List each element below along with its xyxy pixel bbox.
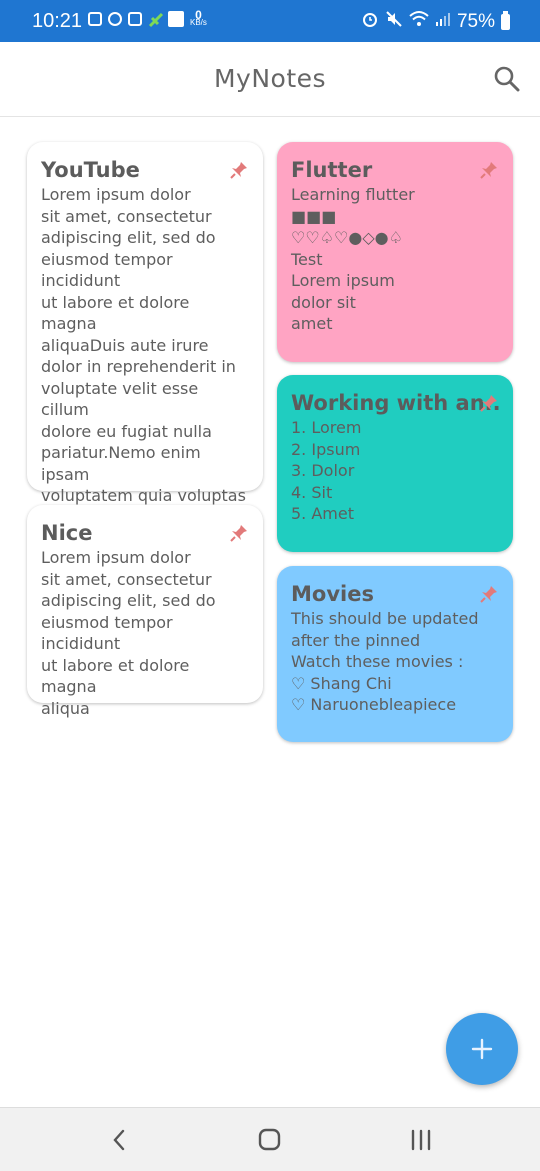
note-body: Lorem ipsum dolor sit amet, consectetur … — [41, 548, 216, 718]
note-card-flutter[interactable]: Flutter Learning flutter ■■■ ♡♡♤♡●◇●♤ Te… — [277, 142, 513, 362]
note-body: Learning flutter ■■■ ♡♡♤♡●◇●♤ Test Lorem… — [291, 185, 415, 333]
battery-percent: 75% — [456, 11, 495, 32]
alarm-icon — [361, 10, 379, 34]
signal-icon — [435, 11, 451, 33]
add-note-button[interactable] — [446, 1013, 518, 1085]
note-title: YouTube — [41, 158, 140, 182]
mute-icon — [385, 10, 403, 34]
note-title: Flutter — [291, 158, 373, 182]
pin-icon[interactable] — [229, 160, 249, 180]
note-card-movies[interactable]: Movies This should be updated after the … — [277, 566, 513, 742]
status-bar: 10:21 0 KB/s 75% — [0, 0, 540, 42]
pin-icon[interactable] — [229, 523, 249, 543]
search-icon — [494, 66, 520, 92]
note-title: Working with an.. — [291, 391, 499, 415]
note-body: This should be updated after the pinned … — [291, 609, 479, 714]
search-button[interactable] — [492, 64, 522, 94]
home-icon — [258, 1128, 281, 1151]
battery-icon — [501, 11, 510, 30]
back-icon — [113, 1129, 125, 1151]
note-title: Movies — [291, 582, 374, 606]
system-status: 75% — [361, 10, 510, 34]
wifi-icon — [409, 10, 429, 34]
status-time: 10:21 — [32, 10, 83, 32]
plus-icon — [471, 1038, 493, 1060]
dnd-icon — [108, 12, 122, 26]
recents-button[interactable] — [407, 1126, 435, 1154]
notification-icons: 0 KB/s — [88, 8, 207, 28]
note-card-nice[interactable]: Nice Lorem ipsum dolor sit amet, consect… — [27, 505, 263, 718]
network-speed-unit: KB/s — [190, 18, 207, 27]
network-speed: 0 KB/s — [190, 8, 207, 27]
app-notification-icon-2 — [128, 12, 142, 26]
note-body: 1. Lorem 2. Ipsum 3. Dolor 4. Sit 5. Ame… — [291, 418, 362, 523]
pin-icon[interactable] — [479, 160, 499, 180]
back-button[interactable] — [106, 1126, 134, 1154]
home-button[interactable] — [256, 1126, 284, 1154]
app-bar: MyNotes — [0, 42, 540, 117]
note-card-working[interactable]: Working with an.. 1. Lorem 2. Ipsum 3. D… — [277, 375, 513, 552]
pin-icon[interactable] — [479, 584, 499, 604]
note-title: Nice — [41, 521, 93, 545]
pin-icon[interactable] — [479, 393, 499, 413]
game-icon — [148, 12, 164, 28]
recents-icon — [411, 1129, 431, 1151]
navigation-bar — [0, 1107, 540, 1171]
note-card-youtube[interactable]: YouTube Lorem ipsum dolor sit amet, cons… — [27, 142, 263, 570]
puzzle-icon — [168, 11, 184, 27]
app-notification-icon — [88, 12, 102, 26]
app-title: MyNotes — [213, 64, 327, 93]
network-speed-value: 0 — [195, 8, 202, 22]
